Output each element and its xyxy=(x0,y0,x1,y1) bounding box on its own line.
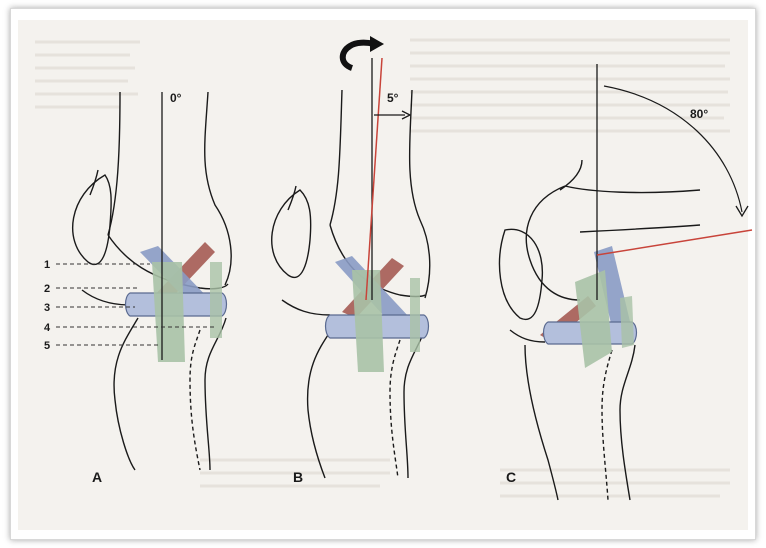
legend-number-4: 4 xyxy=(44,322,51,334)
panel-b xyxy=(272,90,430,478)
panel-label-c: C xyxy=(506,469,516,485)
panel-label-b: B xyxy=(293,469,303,485)
ligament-green-a xyxy=(152,262,185,362)
legend-number-5: 5 xyxy=(44,340,50,352)
ghost-text-lines xyxy=(35,40,730,496)
angle-label-a: 0° xyxy=(170,91,182,105)
legend-number-3: 3 xyxy=(44,302,50,314)
angle-label-c: 80° xyxy=(690,107,708,121)
rotated-axis-b xyxy=(366,58,382,300)
panel-a xyxy=(73,92,231,470)
rotated-axis-c xyxy=(597,230,752,255)
legend-number-1: 1 xyxy=(44,259,50,271)
ligament-green-b xyxy=(352,270,384,372)
legend-number-2: 2 xyxy=(44,283,50,295)
angle-label-b: 5° xyxy=(387,91,399,105)
panel-label-a: A xyxy=(92,469,102,485)
rotation-arrow-icon xyxy=(343,43,374,68)
tibia-outline-c xyxy=(525,345,635,500)
femur-outline-c xyxy=(565,186,700,232)
